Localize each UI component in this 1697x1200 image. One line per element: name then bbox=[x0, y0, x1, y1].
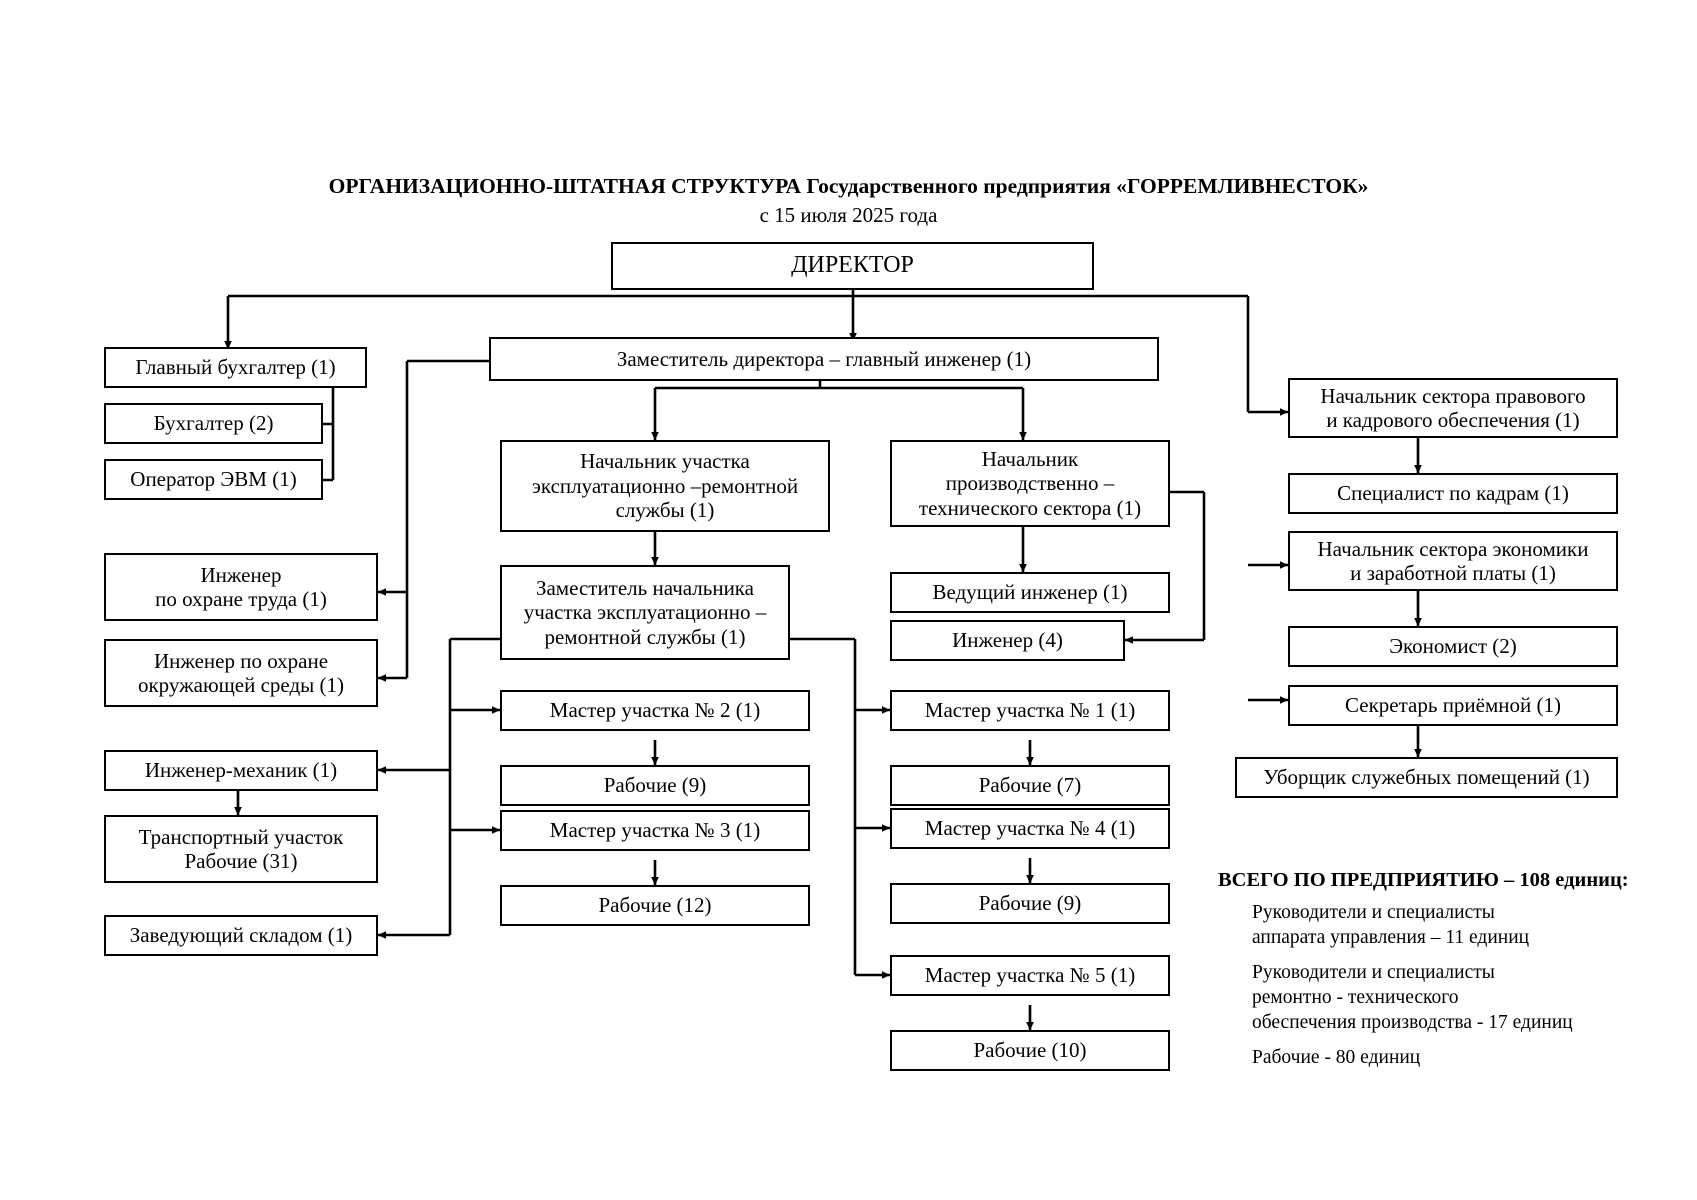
summary-block: ВСЕГО ПО ПРЕДПРИЯТИЮ – 108 единиц: Руков… bbox=[1218, 868, 1688, 1071]
node-deputy-oper-repair-line2: участка эксплуатационно – bbox=[523, 600, 767, 625]
node-transport-section[interactable]: Транспортный участок Рабочие (31) bbox=[104, 815, 378, 883]
node-transport-section-line2: Рабочие (31) bbox=[184, 849, 298, 873]
summary-line-3: Руководители и специалисты bbox=[1252, 962, 1495, 984]
node-foreman-1-label: Мастер участка № 1 (1) bbox=[924, 698, 1136, 723]
node-deputy-oper-repair-line1: Заместитель начальника bbox=[535, 575, 755, 600]
summary-line-1: Руководители и специалисты bbox=[1252, 902, 1495, 924]
node-warehouse-manager[interactable]: Заведующий складом (1) bbox=[104, 915, 378, 956]
node-cleaner-label: Уборщик служебных помещений (1) bbox=[1263, 765, 1590, 790]
node-mechanical-engineer-label: Инженер-механик (1) bbox=[144, 758, 338, 783]
summary-heading: ВСЕГО ПО ПРЕДПРИЯТИЮ – 108 единиц: bbox=[1218, 869, 1629, 891]
node-deputy-chief-engineer-label: Заместитель директора – главный инженер … bbox=[616, 346, 1032, 371]
node-eco-engineer[interactable]: Инженер по охране окружающей среды (1) bbox=[104, 639, 378, 707]
node-labor-safety-engineer[interactable]: Инженер по охране труда (1) bbox=[104, 553, 378, 621]
node-mechanical-engineer[interactable]: Инженер-механик (1) bbox=[104, 750, 378, 791]
node-reception-secretary[interactable]: Секретарь приёмной (1) bbox=[1288, 685, 1618, 726]
node-accountant[interactable]: Бухгалтер (2) bbox=[104, 403, 323, 444]
node-eco-engineer-line1: Инженер по охране bbox=[153, 648, 329, 673]
node-director[interactable]: ДИРЕКТОР bbox=[611, 242, 1094, 290]
summary-line-2: аппарата управления – 11 единиц bbox=[1252, 927, 1530, 949]
node-deputy-chief-engineer[interactable]: Заместитель директора – главный инженер … bbox=[489, 337, 1159, 381]
node-head-legal-hr-line1: Начальник сектора правового bbox=[1320, 383, 1586, 408]
node-foreman-5-label: Мастер участка № 5 (1) bbox=[924, 963, 1136, 988]
node-head-prod-tech-line1: Начальник bbox=[981, 446, 1079, 471]
node-foreman-3[interactable]: Мастер участка № 3 (1) bbox=[500, 810, 810, 851]
node-workers-7[interactable]: Рабочие (7) bbox=[890, 765, 1170, 806]
node-cleaner[interactable]: Уборщик служебных помещений (1) bbox=[1235, 757, 1618, 798]
node-head-oper-repair-line3: службы (1) bbox=[615, 498, 715, 523]
node-transport-section-line1: Транспортный участок bbox=[138, 824, 344, 849]
node-deputy-oper-repair[interactable]: Заместитель начальника участка эксплуата… bbox=[500, 565, 790, 660]
page-title-line2: с 15 июля 2025 года bbox=[759, 203, 938, 227]
node-workers-9a-label: Рабочие (9) bbox=[603, 773, 707, 798]
summary-line-6: Рабочие - 80 единиц bbox=[1252, 1047, 1421, 1069]
node-foreman-5[interactable]: Мастер участка № 5 (1) bbox=[890, 955, 1170, 996]
node-warehouse-manager-label: Заведующий складом (1) bbox=[129, 923, 353, 948]
node-head-prod-tech[interactable]: Начальник производственно – технического… bbox=[890, 440, 1170, 527]
node-workers-12-label: Рабочие (12) bbox=[598, 893, 712, 918]
node-computer-operator-label: Оператор ЭВМ (1) bbox=[130, 467, 297, 492]
page-title-line1: ОРГАНИЗАЦИОННО-ШТАТНАЯ СТРУКТУРА Государ… bbox=[328, 174, 1369, 198]
node-lead-engineer[interactable]: Ведущий инженер (1) bbox=[890, 572, 1170, 613]
node-lead-engineer-label: Ведущий инженер (1) bbox=[932, 580, 1128, 605]
node-labor-safety-engineer-line1: Инженер bbox=[200, 562, 282, 587]
node-foreman-2-label: Мастер участка № 2 (1) bbox=[549, 698, 761, 723]
node-hr-specialist[interactable]: Специалист по кадрам (1) bbox=[1288, 473, 1618, 514]
node-head-econ[interactable]: Начальник сектора экономики и заработной… bbox=[1288, 531, 1618, 591]
summary-line-5: обеспечения производства - 17 единиц bbox=[1252, 1012, 1573, 1034]
node-head-oper-repair-line1: Начальник участка bbox=[580, 449, 750, 474]
node-eco-engineer-line2: окружающей среды (1) bbox=[137, 673, 345, 697]
node-foreman-4-label: Мастер участка № 4 (1) bbox=[924, 816, 1136, 841]
node-foreman-3-label: Мастер участка № 3 (1) bbox=[549, 818, 761, 843]
node-engineer-4-label: Инженер (4) bbox=[952, 628, 1063, 653]
node-labor-safety-engineer-line2: по охране труда (1) bbox=[155, 587, 327, 611]
node-head-oper-repair[interactable]: Начальник участка эксплуатационно –ремон… bbox=[500, 440, 830, 532]
node-workers-9b[interactable]: Рабочие (9) bbox=[890, 883, 1170, 924]
node-head-legal-hr-line2: и кадрового обеспечения (1) bbox=[1326, 408, 1580, 432]
node-workers-7-label: Рабочие (7) bbox=[978, 773, 1082, 798]
node-engineer-4[interactable]: Инженер (4) bbox=[890, 620, 1125, 661]
node-economist-label: Экономист (2) bbox=[1389, 634, 1517, 659]
node-workers-9b-label: Рабочие (9) bbox=[978, 891, 1082, 916]
node-reception-secretary-label: Секретарь приёмной (1) bbox=[1345, 693, 1561, 718]
node-chief-accountant[interactable]: Главный бухгалтер (1) bbox=[104, 347, 367, 388]
node-head-econ-line1: Начальник сектора экономики bbox=[1317, 536, 1589, 561]
node-workers-9a[interactable]: Рабочие (9) bbox=[500, 765, 810, 806]
node-computer-operator[interactable]: Оператор ЭВМ (1) bbox=[104, 459, 323, 500]
node-accountant-label: Бухгалтер (2) bbox=[153, 411, 274, 436]
summary-line-4: ремонтно - технического bbox=[1252, 987, 1459, 1009]
node-head-legal-hr[interactable]: Начальник сектора правового и кадрового … bbox=[1288, 378, 1618, 438]
node-economist[interactable]: Экономист (2) bbox=[1288, 626, 1618, 667]
node-hr-specialist-label: Специалист по кадрам (1) bbox=[1337, 481, 1569, 506]
node-workers-12[interactable]: Рабочие (12) bbox=[500, 885, 810, 926]
node-head-oper-repair-line2: эксплуатационно –ремонтной bbox=[531, 473, 799, 498]
node-head-prod-tech-line2: производственно – bbox=[945, 471, 1115, 496]
node-workers-10-label: Рабочие (10) bbox=[973, 1038, 1087, 1063]
node-head-prod-tech-line3: технического сектора (1) bbox=[918, 495, 1142, 520]
node-director-label: ДИРЕКТОР bbox=[791, 252, 914, 279]
node-foreman-4[interactable]: Мастер участка № 4 (1) bbox=[890, 808, 1170, 849]
node-foreman-1[interactable]: Мастер участка № 1 (1) bbox=[890, 690, 1170, 731]
node-chief-accountant-label: Главный бухгалтер (1) bbox=[135, 355, 336, 380]
node-deputy-oper-repair-line3: ремонтной службы (1) bbox=[544, 624, 746, 649]
node-workers-10[interactable]: Рабочие (10) bbox=[890, 1030, 1170, 1071]
node-foreman-2[interactable]: Мастер участка № 2 (1) bbox=[500, 690, 810, 731]
node-head-econ-line2: и заработной платы (1) bbox=[1350, 561, 1556, 585]
